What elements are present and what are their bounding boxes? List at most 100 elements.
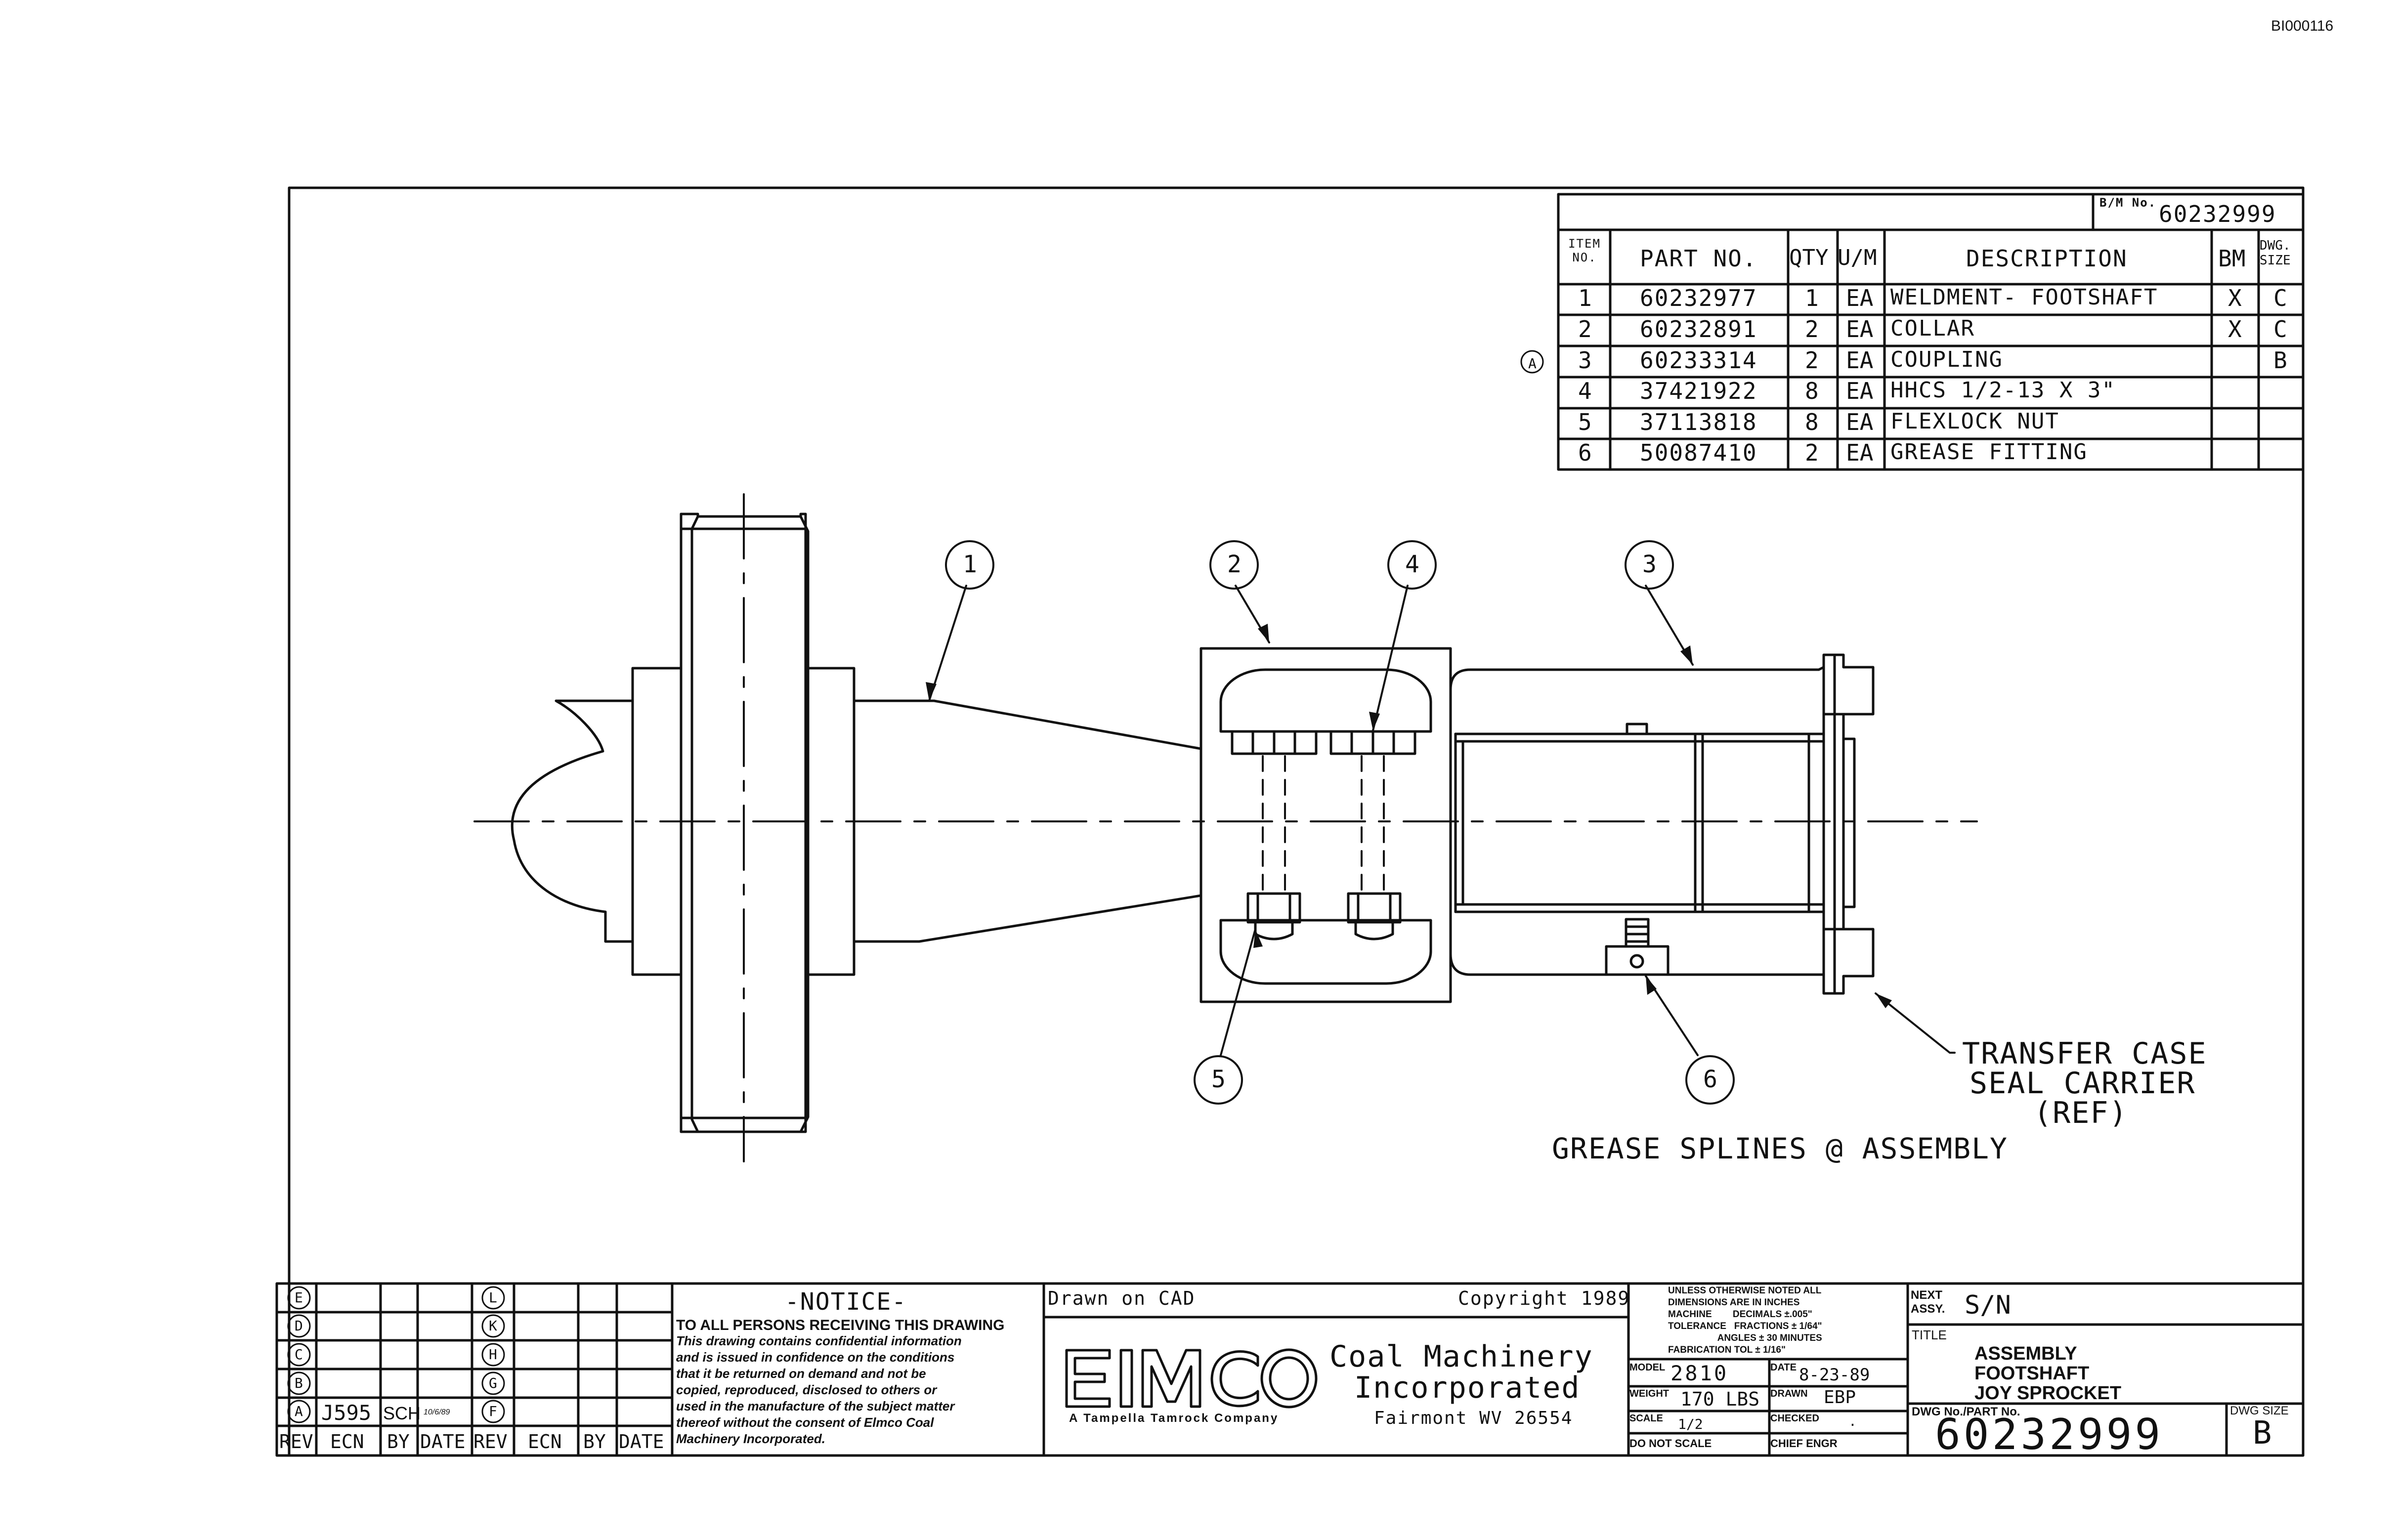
notice-line: used in the manufacture of the subject m… bbox=[676, 1399, 955, 1413]
leader-arrowheads bbox=[926, 624, 1892, 1008]
bom-header-um: U/M bbox=[1838, 245, 1877, 270]
drawn-on-cad: Drawn on CAD bbox=[1048, 1287, 1196, 1309]
chief-engr-label: CHIEF ENGR bbox=[1770, 1437, 1838, 1450]
bom-um: EA bbox=[1846, 316, 1874, 342]
balloon-5-label: 5 bbox=[1211, 1066, 1227, 1093]
bom-part-no: 60233314 bbox=[1640, 347, 1757, 374]
rev-letter: G bbox=[489, 1375, 497, 1391]
bom-header-bm: BM bbox=[2218, 245, 2246, 272]
rev-letter: E bbox=[295, 1289, 303, 1306]
balloon-6-label: 6 bbox=[1703, 1066, 1718, 1093]
notice-line: that it be returned on demand and not be bbox=[676, 1366, 926, 1381]
bom-header-item-no: ITEM NO. bbox=[1568, 237, 1601, 264]
rev-header-date-2: DATE bbox=[619, 1431, 664, 1453]
checked-value: . bbox=[1848, 1413, 1857, 1429]
company-tagline: A Tampella Tamrock Company bbox=[1069, 1412, 1279, 1425]
tolerance-line: MACHINE DECIMALS ±.005" bbox=[1668, 1309, 1812, 1320]
model-label: MODEL bbox=[1629, 1362, 1666, 1373]
notice-line: TO ALL PERSONS RECEIVING THIS DRAWING bbox=[676, 1317, 1005, 1333]
bom-dwg-size: C bbox=[2273, 285, 2287, 311]
bom-um: EA bbox=[1846, 439, 1874, 466]
notice-line: Machinery Incorporated. bbox=[676, 1431, 825, 1446]
rev-header-date: DATE bbox=[420, 1431, 466, 1453]
collar bbox=[1199, 647, 1452, 1003]
title-label: TITLE bbox=[1912, 1327, 1947, 1342]
tolerance-line: FABRICATION TOL ± 1/16" bbox=[1668, 1345, 1786, 1355]
bom-item-no: 5 bbox=[1578, 409, 1593, 435]
title-line-3: JOY SPROCKET bbox=[1974, 1383, 2122, 1404]
document-code: BI000116 bbox=[2271, 18, 2334, 34]
rev-a-ecn: J595 bbox=[321, 1401, 372, 1425]
bom-part-no: 60232891 bbox=[1640, 316, 1757, 342]
checked-label: CHECKED bbox=[1770, 1413, 1819, 1424]
bom-qty: 8 bbox=[1805, 409, 1819, 435]
bom-description: COLLAR bbox=[1890, 316, 1975, 341]
footshaft-weldment bbox=[473, 493, 1978, 1162]
model-value: 2810 bbox=[1670, 1361, 1729, 1385]
bom-item-no: 1 bbox=[1578, 285, 1593, 311]
bom-item-no: 2 bbox=[1578, 316, 1593, 342]
company-name-line1: Coal Machinery bbox=[1329, 1339, 1593, 1374]
bom-description: FLEXLOCK NUT bbox=[1890, 409, 2059, 434]
title-line-2: FOOTSHAFT bbox=[1974, 1363, 2090, 1384]
rev-header-rev-2: REV bbox=[473, 1431, 508, 1453]
bm-no-value: 60232999 bbox=[2159, 201, 2276, 227]
rev-letter: F bbox=[489, 1403, 497, 1419]
bom-description: GREASE FITTING bbox=[1890, 439, 2088, 465]
bom-header-dwg-size: DWG. SIZE bbox=[2260, 238, 2291, 268]
notice-line: thereof without the consent of Elmco Coa… bbox=[676, 1415, 934, 1430]
tolerance-line: TOLERANCE FRACTIONS ± 1/64" bbox=[1668, 1321, 1822, 1331]
rev-letter: B bbox=[295, 1375, 303, 1391]
rev-letter: C bbox=[295, 1346, 303, 1363]
company-location: Fairmont WV 26554 bbox=[1374, 1408, 1573, 1428]
bom-rev-marker: A bbox=[1528, 355, 1537, 372]
rev-header-rev: REV bbox=[279, 1431, 313, 1453]
next-assy-value: S/N bbox=[1965, 1290, 2011, 1320]
bom-dwg-size: C bbox=[2273, 316, 2287, 342]
bm-no-label: B/M No. bbox=[2099, 196, 2157, 210]
notice-line: This drawing contains confidential infor… bbox=[676, 1333, 962, 1348]
bom-um: EA bbox=[1846, 409, 1874, 435]
transfer-case-seal-carrier bbox=[1822, 653, 1875, 995]
bom-qty: 2 bbox=[1805, 347, 1819, 374]
bom-part-no: 60232977 bbox=[1640, 285, 1757, 311]
title-block-grid bbox=[671, 1282, 2305, 1457]
notice-line: copied, reproduced, disclosed to others … bbox=[676, 1382, 937, 1397]
bom-description: COUPLING bbox=[1890, 347, 2003, 372]
tolerance-line: UNLESS OTHERWISE NOTED ALL bbox=[1668, 1285, 1822, 1296]
rev-letter: A bbox=[295, 1403, 303, 1419]
date-value: 8-23-89 bbox=[1799, 1365, 1870, 1385]
bom-bm: X bbox=[2228, 316, 2242, 342]
bom-item-no: 3 bbox=[1578, 347, 1593, 374]
bom-header-description: DESCRIPTION bbox=[1966, 245, 2128, 272]
bom-table-grid bbox=[1557, 193, 2305, 471]
eimco-logo bbox=[1065, 1348, 1318, 1409]
sheet-border bbox=[288, 186, 2305, 1457]
copyright: Copyright 1989 bbox=[1458, 1287, 1630, 1309]
balloon-1-label: 1 bbox=[963, 551, 978, 578]
rev-letter: K bbox=[489, 1318, 497, 1334]
rev-header-by-2: BY bbox=[583, 1431, 606, 1453]
date-label: DATE bbox=[1770, 1362, 1797, 1373]
next-assy-label: NEXT ASSY. bbox=[1911, 1288, 1945, 1316]
grease-splines-note: GREASE SPLINES @ ASSEMBLY bbox=[1552, 1132, 2008, 1165]
rev-letter: D bbox=[295, 1318, 303, 1334]
balloon-2-label: 2 bbox=[1227, 551, 1242, 578]
rev-letter: H bbox=[489, 1346, 497, 1363]
company-name-line2: Incorporated bbox=[1354, 1370, 1581, 1405]
rev-header-by: BY bbox=[387, 1431, 410, 1453]
bom-item-no: 4 bbox=[1578, 378, 1593, 404]
notice-line: and is issued in confidence on the condi… bbox=[676, 1350, 955, 1365]
bom-part-no: 37421922 bbox=[1640, 378, 1757, 404]
dwg-size-label: DWG SIZE bbox=[2230, 1404, 2289, 1417]
bom-qty: 1 bbox=[1805, 285, 1819, 311]
bom-um: EA bbox=[1846, 347, 1874, 374]
dwg-no-value: 60232999 bbox=[1935, 1410, 2164, 1459]
notice-title: -NOTICE- bbox=[785, 1288, 907, 1316]
bom-description: WELDMENT- FOOTSHAFT bbox=[1890, 285, 2158, 310]
bom-dwg-size: B bbox=[2273, 347, 2287, 374]
bom-part-no: 50087410 bbox=[1640, 439, 1757, 466]
weight-label: WEIGHT bbox=[1629, 1388, 1669, 1399]
rev-header-ecn: ECN bbox=[330, 1431, 364, 1453]
